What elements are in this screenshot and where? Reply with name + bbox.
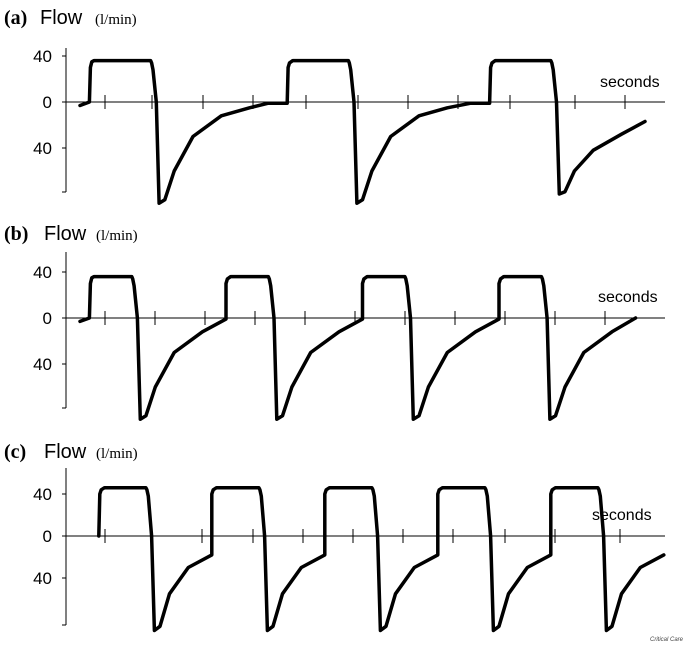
y-tick-label: 40 [33,569,52,588]
y-tick-label: 40 [33,355,52,374]
y-axis-unit: (l/min) [96,228,138,244]
y-tick-label: 40 [33,263,52,282]
y-axis-label: Flow [44,223,87,245]
x-axis-label: seconds [598,289,658,306]
y-tick-label: 40 [33,47,52,66]
flow-waveform-line [97,485,666,633]
y-axis-unit: (l/min) [95,12,137,28]
panel-label: (b) [4,223,28,245]
x-axis-label: seconds [600,74,660,91]
flow-waveform-line [78,274,638,421]
panel-label: (c) [4,441,26,463]
y-tick-label: 0 [43,309,52,328]
figure-credit: Critical Care [650,637,684,643]
x-axis-label: seconds [592,507,652,524]
y-tick-label: 0 [43,93,52,112]
y-tick-label: 0 [43,527,52,546]
y-axis-unit: (l/min) [96,446,138,462]
flow-waveform-line [78,58,647,205]
y-axis-label: Flow [40,7,83,29]
panel-label: (a) [4,7,27,29]
y-tick-label: 40 [33,485,52,504]
flow-chart-panel: (c) Flow (l/min) 40 0 40 seconds [4,441,666,633]
flow-chart-panel: (a) Flow (l/min) 40 0 40 seconds [4,7,665,205]
flow-chart-panel: (b) Flow (l/min) 40 0 40 seconds [4,223,665,421]
y-axis-label: Flow [44,441,87,463]
y-tick-label: 40 [33,139,52,158]
